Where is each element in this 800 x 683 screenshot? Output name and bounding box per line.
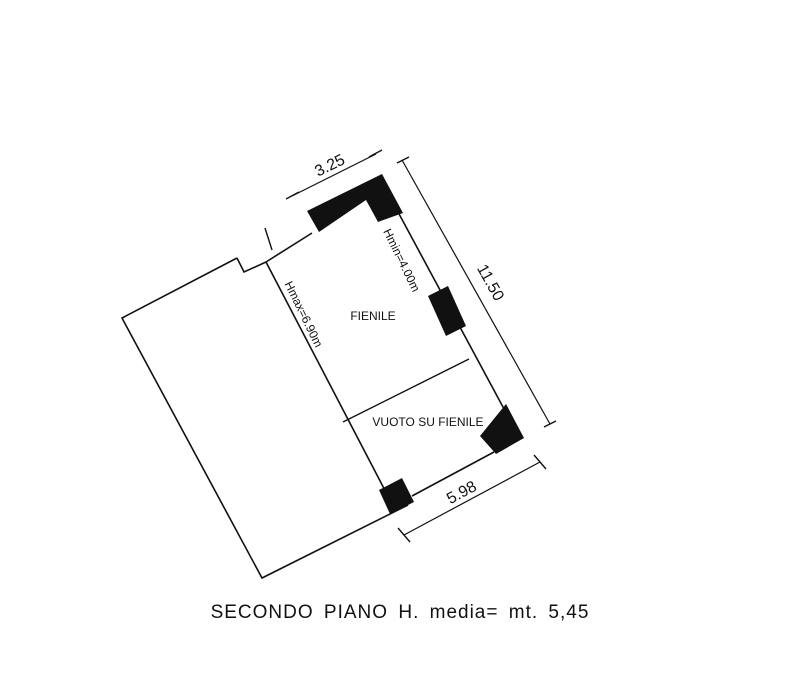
fienile-divider (342, 358, 470, 423)
building-step (236, 257, 267, 274)
wall-block-bottom-right (480, 404, 524, 454)
caption-floor-name: SECONDO PIANO (210, 602, 389, 623)
section-mark (264, 227, 273, 251)
floor-caption: SECONDO PIANO H. media= mt. 5,45 (0, 598, 800, 628)
dim-tick-right-b (543, 420, 557, 428)
dim-label-top: 3.25 (312, 151, 348, 180)
wall-block-right-middle (428, 286, 466, 336)
dim-tick-top-a (285, 191, 300, 200)
room-label-void: VUOTO SU FIENILE (372, 415, 483, 429)
height-label-min: Hmin=4.00m (380, 226, 423, 294)
caption-unit: mt. (508, 602, 539, 623)
room-bottom-wall (411, 451, 495, 497)
dim-line-top (291, 153, 377, 197)
room-label-fienile: FIENILE (350, 309, 395, 323)
adjacent-building-outline (120, 257, 409, 580)
dim-label-right: 11.50 (473, 262, 507, 304)
wall-block-bottom-left (379, 478, 414, 514)
dim-line-bottom (403, 461, 541, 536)
caption-height-prefix: H. media= (398, 602, 499, 623)
wall-block-top (307, 174, 403, 232)
dim-line-right (401, 159, 551, 425)
dim-tick-bottom-a (397, 527, 411, 543)
dim-tick-bottom-b (533, 454, 547, 470)
caption-value: 5,45 (548, 602, 590, 623)
room-left-wall (265, 261, 391, 501)
room-top-wall (265, 232, 313, 263)
height-label-max: Hmax=6.90m (282, 279, 326, 350)
dim-tick-right-a (396, 156, 410, 164)
dim-tick-top-b (368, 149, 383, 158)
